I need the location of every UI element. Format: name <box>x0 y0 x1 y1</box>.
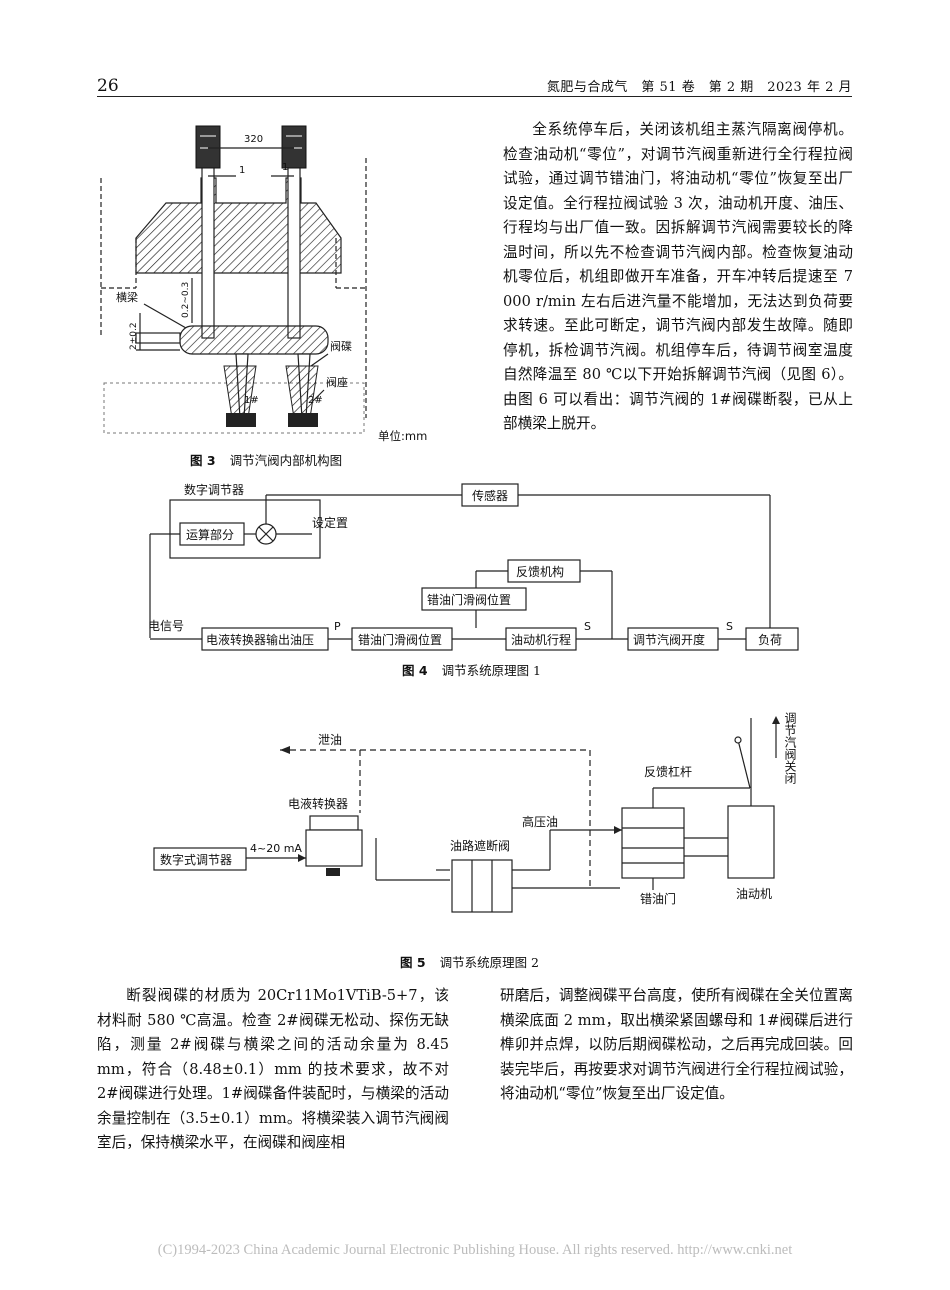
disc2-label: 2# <box>308 395 323 406</box>
dim-1-left: 1 <box>239 165 245 176</box>
fig5-hydraulic-diagram: 泄油 电液转换器 数字式调节器 4~20 mA 油路遮断阀 高压油 错油门 反馈… <box>153 712 797 913</box>
fig4-caption-text: 调节系统原理图 1 <box>441 663 541 678</box>
drain-label: 泄油 <box>318 733 342 747</box>
fig5-caption-text: 调节系统原理图 2 <box>439 955 539 970</box>
fig5-caption-num: 图 5 <box>400 955 426 970</box>
compute-box: 运算部分 <box>186 527 234 542</box>
setpoint-label: 设定置 <box>312 515 348 530</box>
fig4-caption: 图 4 调节系统原理图 1 <box>402 660 541 679</box>
slide-pos-feedback-box: 错油门滑阀位置 <box>427 592 511 607</box>
paragraph-right: 全系统停车后，关闭该机组主蒸汽隔离阀停机。检查油动机“零位”，对调节汽阀重新进行… <box>503 121 853 432</box>
s2-label: S <box>726 620 733 633</box>
fig3-caption-text: 调节汽阀内部机构图 <box>229 453 343 468</box>
eh-converter-box: 电液转换器输出油压 <box>206 632 314 647</box>
fig3-caption: 图 3 调节汽阀内部机构图 <box>190 450 342 469</box>
valve-close-label: 调节汽阀关闭 <box>783 712 797 785</box>
hp-oil-label: 高压油 <box>522 814 558 829</box>
load-box: 负荷 <box>758 633 782 647</box>
journal-header: 氮肥与合成气 第 51 卷 第 2 期 2023 年 2 月 <box>546 80 852 95</box>
fig3-caption-num: 图 3 <box>190 453 216 468</box>
fig4-caption-num: 图 4 <box>402 663 428 678</box>
paragraph-bottom-left: 断裂阀碟的材质为 20Cr11Mo1VTiB-5+7，该材料耐 580 ℃高温。… <box>97 987 449 1151</box>
dim-1-right: 1 <box>282 162 288 173</box>
fig5-caption: 图 5 调节系统原理图 2 <box>400 952 539 971</box>
seat-label: 阀座 <box>326 375 348 389</box>
servo-stroke-box: 油动机行程 <box>511 632 571 647</box>
p-label: P <box>334 620 341 633</box>
slide-pos-box: 错油门滑阀位置 <box>358 632 442 647</box>
paragraph-bottom-right: 研磨后，调整阀碟平台高度，使所有阀碟在全关位置离横梁底面 2 mm，取出横梁紧固… <box>500 987 853 1102</box>
crossbeam-label: 横梁 <box>116 290 138 304</box>
fig4-block-diagram: 数字调节器 运算部分 设定置 传感器 电信号 电液转换器输出油压 P 错油门滑阀… <box>148 482 799 651</box>
s1-label: S <box>584 620 591 633</box>
fig3-unit: 单位:mm <box>378 429 428 443</box>
valve-opening-box: 调节汽阀开度 <box>633 632 705 647</box>
elec-signal-label: 电信号 <box>148 619 184 633</box>
page-number: 26 <box>97 76 119 96</box>
digital-regulator-box: 数字式调节器 <box>160 852 232 867</box>
fig3-valve-drawing: 320 1 1 0.2~0.3 2±0.2 横梁 阀碟 阀座 1# 2# <box>100 125 367 434</box>
pilot-valve-label: 错油门 <box>640 891 676 906</box>
dim-2: 2±0.2 <box>129 322 139 350</box>
servo-label: 油动机 <box>736 887 772 901</box>
header-rule <box>97 96 852 97</box>
current-label: 4~20 mA <box>250 842 302 855</box>
copyright-footer: (C)1994-2023 China Academic Journal Elec… <box>157 1242 793 1258</box>
digital-regulator-label: 数字调节器 <box>184 482 244 497</box>
disc1-label: 1# <box>244 395 259 406</box>
sensor-box: 传感器 <box>472 488 508 503</box>
dim-320: 320 <box>244 134 263 145</box>
eh-converter-label: 电液转换器 <box>288 796 348 811</box>
feedback-box: 反馈机构 <box>516 564 564 579</box>
shutoff-label: 油路遮断阀 <box>450 838 510 853</box>
dim-gap: 0.2~0.3 <box>181 282 191 318</box>
disc-label: 阀碟 <box>330 339 352 353</box>
feedback-lever-label: 反馈杠杆 <box>644 764 692 779</box>
